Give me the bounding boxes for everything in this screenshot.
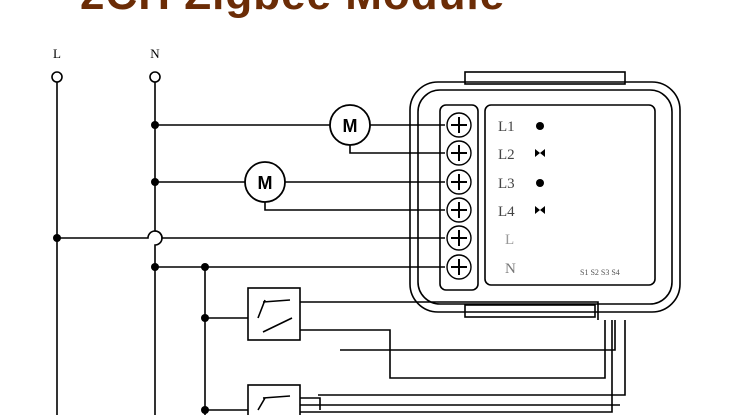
switch-2-contacts xyxy=(257,395,291,411)
terminal-label-l2: L2 xyxy=(498,147,515,163)
switch-1-contacts xyxy=(257,299,293,333)
bowtie-icon xyxy=(535,206,545,214)
switch-2-wires xyxy=(300,320,620,413)
motor-1: M xyxy=(329,104,371,146)
junction-dots xyxy=(53,121,209,414)
l-rail-label: L xyxy=(53,46,61,61)
switch-box-2 xyxy=(247,384,301,415)
junction-dot xyxy=(201,314,209,322)
module-inner-outline xyxy=(417,89,673,305)
junction-dot xyxy=(201,406,209,414)
terminal-label-l: L xyxy=(505,232,514,248)
junction-dot xyxy=(151,121,159,129)
motor-2-circle xyxy=(244,161,286,203)
l-terminal-circle xyxy=(51,71,63,83)
bowtie-icon xyxy=(535,149,545,157)
terminal-label-l4: L4 xyxy=(498,204,515,220)
l2-wire xyxy=(349,145,445,154)
top-clip xyxy=(464,71,626,85)
module-lead-wires xyxy=(318,320,626,396)
module-body xyxy=(409,81,681,313)
l-wire xyxy=(57,230,445,239)
diagram-title: 2CH Zigbee Module xyxy=(80,0,505,20)
motor-2: M xyxy=(244,161,286,203)
n-rail-label: N xyxy=(150,46,160,61)
n-terminal-circle xyxy=(149,71,161,83)
terminal-label-l1: L1 xyxy=(498,119,515,135)
motor-label: M xyxy=(343,116,358,136)
screw-cross-icon xyxy=(451,117,467,275)
up-arrow-icon xyxy=(536,179,544,187)
switch-box-1 xyxy=(247,287,301,341)
junction-dot xyxy=(201,263,209,271)
screw-head-icons xyxy=(451,117,467,275)
junction-dot xyxy=(151,178,159,186)
motor-1-circle xyxy=(329,104,371,146)
n-rail xyxy=(154,82,163,415)
terminal-label-n: N xyxy=(505,261,516,277)
bottom-clip xyxy=(464,304,596,318)
terminal-screws xyxy=(446,112,472,280)
module-label-panel xyxy=(484,104,656,286)
terminal-labels: L1 L2 L3 L4 L N xyxy=(498,119,516,277)
up-arrow-icon xyxy=(536,122,544,130)
terminal-label-l3: L3 xyxy=(498,176,515,192)
junction-dot xyxy=(151,263,159,271)
junction-dot xyxy=(53,234,61,242)
switch-1-wires xyxy=(300,301,606,379)
l4-wire xyxy=(264,202,445,211)
motor-label: M xyxy=(258,173,273,193)
module-marking: S1 S2 S3 S4 xyxy=(580,268,620,277)
terminal-symbols xyxy=(535,122,545,214)
terminal-block xyxy=(439,104,479,291)
